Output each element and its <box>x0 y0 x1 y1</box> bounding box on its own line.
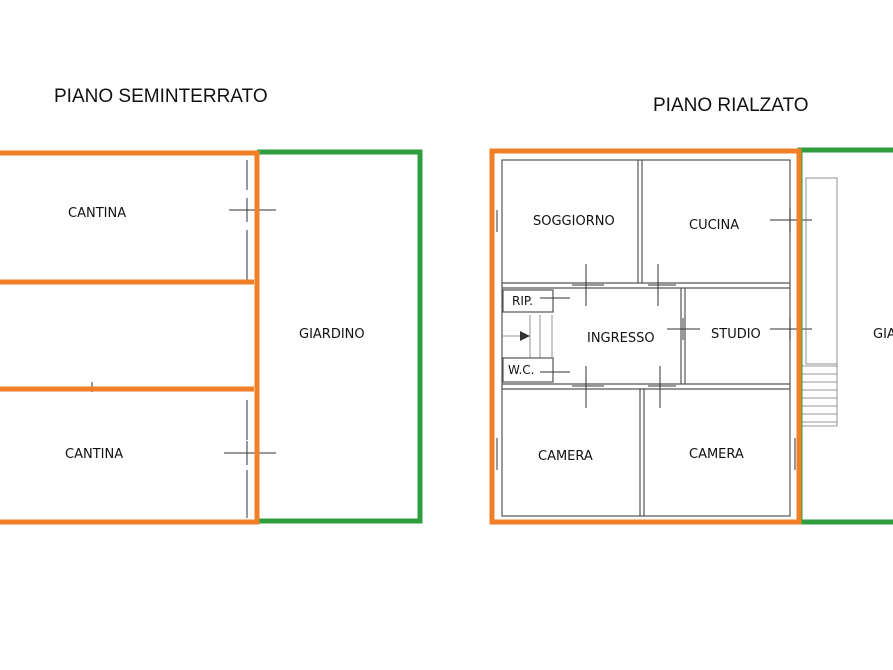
room-label-cantina-bottom: CANTINA <box>65 447 123 462</box>
exterior-stair-ramp <box>805 177 838 365</box>
ripostiglio-box <box>502 289 554 313</box>
room-label-soggiorno: SOGGIORNO <box>533 214 615 229</box>
basement-plan: CANTINA GIARDINO CANTINA <box>0 149 423 525</box>
room-label-giardino-cut: GIA <box>873 327 893 342</box>
exterior-stair-steps <box>801 364 838 427</box>
ground-floor-plan: SOGGIORNO CUCINA RIP. INGRESSO STUDIO W.… <box>489 147 893 525</box>
room-label-studio: STUDIO <box>711 327 761 342</box>
room-label-camera-right: CAMERA <box>689 447 744 462</box>
basement-title: PIANO SEMINTERRATO <box>54 86 268 107</box>
room-label-ripostiglio: RIP. <box>512 294 533 308</box>
room-label-camera-left: CAMERA <box>538 449 593 464</box>
ground-floor-title: PIANO RIALZATO <box>653 95 809 116</box>
basement-garden-outline <box>257 149 423 524</box>
room-label-cantina-top: CANTINA <box>68 206 126 221</box>
stair-arrow-icon <box>520 331 530 341</box>
basement-property-outline <box>0 150 260 525</box>
room-label-cucina: CUCINA <box>689 218 739 233</box>
room-label-giardino: GIARDINO <box>299 327 365 342</box>
ground-property-outline <box>489 148 802 525</box>
room-label-wc: W.C. <box>508 363 535 377</box>
room-label-ingresso: INGRESSO <box>587 331 655 346</box>
wc-box <box>502 357 554 383</box>
